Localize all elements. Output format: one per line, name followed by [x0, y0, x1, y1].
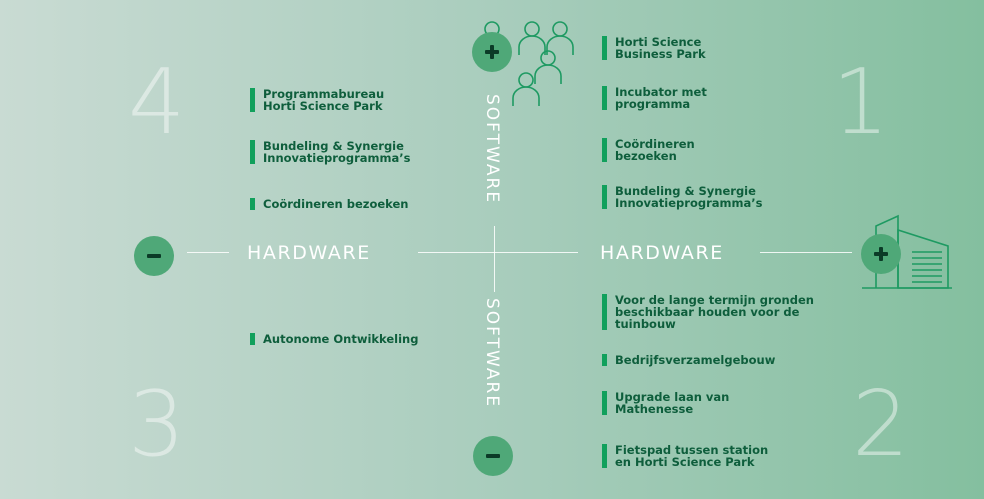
axis-label-hardware-left: HARDWARE — [247, 242, 371, 264]
axis-line-left-outer — [187, 252, 229, 253]
plus-icon — [872, 245, 890, 263]
minus-icon-software — [473, 436, 513, 476]
list-item: Voor de lange termijn gronden beschikbaa… — [602, 294, 814, 330]
list-item: Coördineren bezoeken — [250, 198, 409, 210]
list-item: Bedrijfsverzamelgebouw — [602, 354, 775, 366]
plus-icon — [483, 43, 501, 61]
list-item: Fietspad tussen station en Horti Science… — [602, 444, 768, 468]
axis-line-center-left — [418, 252, 494, 253]
quadrant-number-3: 3 — [128, 372, 185, 477]
quadrant-number-4: 4 — [128, 50, 185, 155]
list-item: Programmabureau Horti Science Park — [250, 88, 384, 112]
plus-icon-hardware — [861, 234, 901, 274]
list-item: Upgrade laan van Mathenesse — [602, 391, 729, 415]
axis-line-right-outer — [760, 252, 852, 253]
axis-line-vertical-bottom — [494, 252, 495, 292]
list-item: Autonome Ontwikkeling — [250, 333, 418, 345]
list-item: Bundeling & Synergie Innovatieprogramma’… — [250, 140, 410, 164]
quadrant-number-2: 2 — [852, 372, 909, 477]
list-item: Bundeling & Synergie Innovatieprogramma’… — [602, 185, 762, 209]
quadrant-number-1: 1 — [832, 50, 889, 155]
minus-icon — [145, 247, 163, 265]
plus-icon-software — [472, 32, 512, 72]
list-item: Horti Science Business Park — [602, 36, 706, 60]
axis-label-hardware-right: HARDWARE — [600, 242, 724, 264]
axis-line-center-right — [494, 252, 578, 253]
list-item: Coördineren bezoeken — [602, 138, 695, 162]
axis-label-software-top: SOFTWARE — [482, 94, 502, 205]
list-item: Incubator met programma — [602, 86, 707, 110]
axis-label-software-bottom: SOFTWARE — [482, 298, 502, 409]
minus-icon — [484, 447, 502, 465]
minus-icon-hardware — [134, 236, 174, 276]
axis-line-vertical-top — [494, 226, 495, 252]
